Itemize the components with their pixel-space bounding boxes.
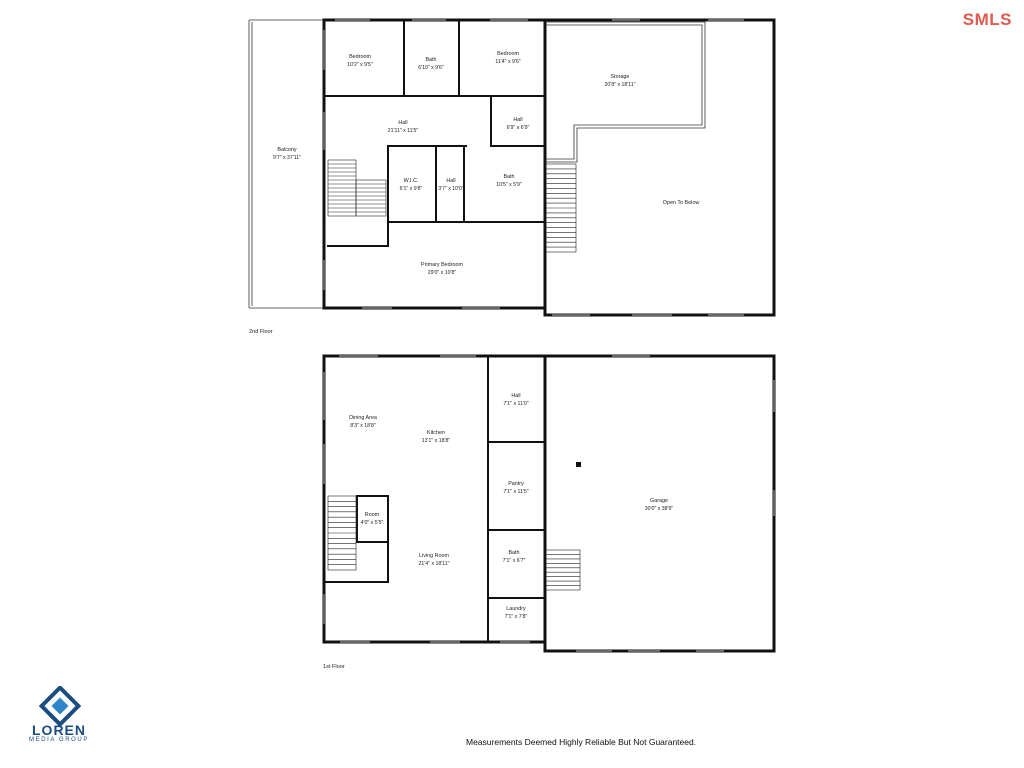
smls-badge: SMLS [962,10,1012,29]
room-wic-name: W.I.C. [404,178,419,184]
room-pantry-name: Pantry [508,481,524,487]
room-bath-b-dim: 10'5" x 5'9" [496,182,522,188]
room-hall-small-name: Hall [513,117,522,123]
room-bath-name: Bath [508,550,519,556]
room-laundry-dim: 7'1" x 7'8" [505,614,528,620]
garage-post [576,462,581,467]
room-open-to-below-name: Open To Below [663,200,700,206]
first-floor-interior-walls [323,355,546,643]
room-hall-narrow-dim: 3'7" x 10'0" [438,186,464,192]
room-room-dim: 4'0" x 5'5" [361,520,384,526]
second-floor-label: 2nd Floor [249,329,273,335]
stair-outline [545,549,581,591]
second-floor-exterior-walls [322,18,776,317]
second-floor-plan: Bedroom 10'2" x 9'5" Bath 6'10" x 9'6" B… [248,18,776,335]
second-floor-stairs-east [545,163,577,253]
stair-outline [355,179,387,217]
room-dining-area-name: Dining Area [349,415,377,421]
measurements-disclaimer: Measurements Deemed Highly Reliable But … [466,737,697,747]
room-hall-main-name: Hall [398,120,407,126]
room-hall-main-dim: 21'11" x 11'5" [388,128,419,134]
first-floor-stairs-east [545,549,581,591]
second-floor-interior-walls [323,19,706,247]
room-hall-small-dim: 6'9" x 6'9" [507,125,530,131]
room-bath-a-dim: 6'10" x 9'6" [418,65,444,71]
room-storage-dim: 20'8" x 18'11" [605,82,636,88]
room-garage-name: Garage [650,498,668,504]
room-room-name: Room [365,512,380,518]
logo-subtitle: MEDIA GROUP [29,737,89,743]
room-primary-bedroom-dim: 29'0" x 10'8" [428,270,457,276]
loren-logo-icon [38,686,82,728]
room-hall-narrow-name: Hall [446,178,455,184]
room-living-room-name: Living Room [419,553,449,559]
room-kitchen-dim: 13'1" x 18'8" [422,438,451,444]
room-living-room-dim: 21'4" x 18'11" [419,561,450,567]
room-bath-dim: 7'1" x 6'7" [503,558,526,564]
room-pantry-dim: 7'1" x 11'5" [503,489,528,495]
first-floor-windows [323,355,775,652]
room-garage-dim: 30'0" x 38'9" [645,506,674,512]
room-dining-area-dim: 8'3" x 18'8" [350,423,376,429]
first-floor-exterior-walls [322,354,776,653]
room-kitchen-name: Kitchen [427,430,445,436]
room-bedroom-a-name: Bedroom [349,54,371,60]
second-floor-stairs [327,159,387,217]
room-balcony-name: Balcony [277,147,296,153]
room-hall-dim: 7'1" x 11'0" [503,401,528,407]
room-bath-b-name: Bath [503,174,514,180]
room-bath-a-name: Bath [425,57,436,63]
first-floor-stairs [327,495,357,571]
room-laundry-name: Laundry [506,606,526,612]
logo-name: LOREN [32,722,86,738]
room-bedroom-b-name: Bedroom [497,51,519,57]
first-floor-plan: Dining Area 8'3" x 18'8" Kitchen 13'1" x… [322,354,776,670]
room-balcony-dim: 9'7" x 37'11" [273,155,301,161]
room-hall-name: Hall [511,393,520,399]
room-primary-bedroom-name: Primary Bedroom [421,262,463,268]
room-wic-dim: 6'1" x 9'8" [400,186,423,192]
room-storage-name: Storage [611,74,630,80]
room-bedroom-a-dim: 10'2" x 9'5" [347,62,373,68]
balcony-outline [248,19,324,309]
second-floor-windows [323,19,744,316]
first-floor-label: 1st Floor [323,664,345,670]
room-bedroom-b-dim: 11'4" x 9'6" [495,59,520,65]
